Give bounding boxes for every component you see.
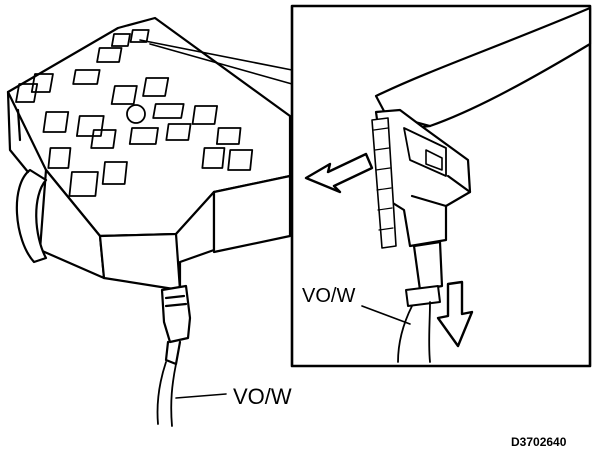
inset-wire: [397, 301, 431, 363]
inset-panel-edge: [371, 117, 397, 249]
wire-vo-w: [156, 361, 177, 427]
inset-panel: [290, 4, 592, 368]
wire-label-inset: VO/W: [302, 285, 355, 307]
callout-line-bottom: [149, 43, 293, 85]
arrow-down-icon: [436, 280, 474, 348]
callout-line-top: [139, 39, 293, 71]
relay-sockets: [15, 29, 254, 197]
relay-box-bottom: [98, 190, 216, 292]
screwdriver: [374, 6, 592, 132]
arrow-left-icon: [304, 152, 374, 194]
inset-wire-label-leader: [361, 305, 411, 325]
wire-label-leader: [175, 393, 227, 399]
relay-box: [6, 16, 292, 292]
wire-label-main: VO/W: [233, 384, 292, 409]
detached-connector: [156, 284, 227, 427]
figure-code: D3702640: [511, 435, 567, 449]
inset-terminal: [412, 240, 444, 292]
relay-box-right-face: [212, 174, 292, 254]
mounting-bracket: [15, 168, 48, 264]
